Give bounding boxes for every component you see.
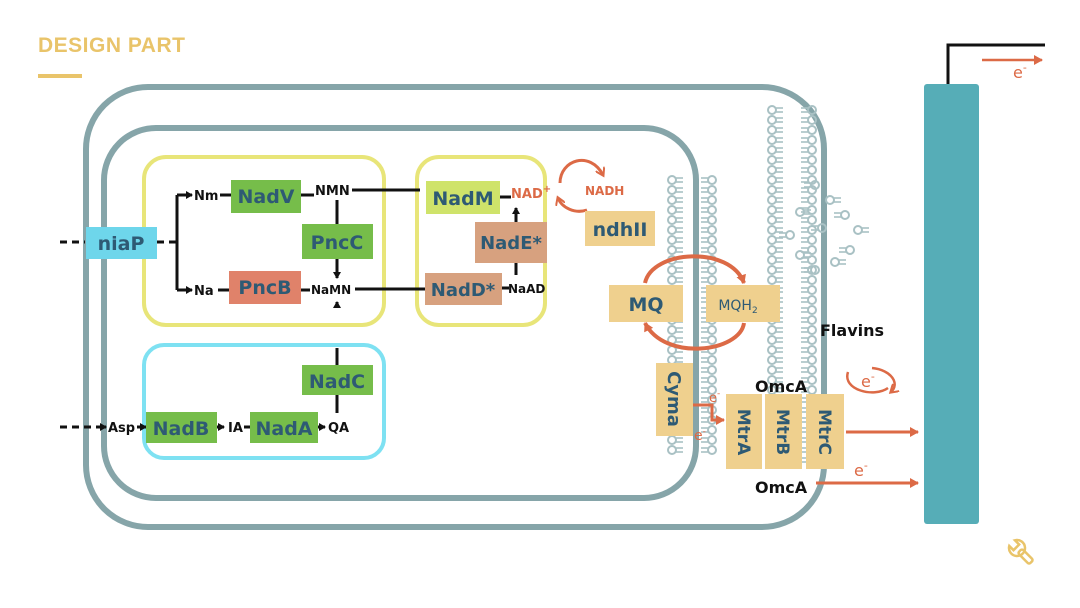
gene-cyma: Cyma <box>663 371 684 427</box>
wrench-icon <box>1007 538 1034 565</box>
electrode <box>924 84 979 524</box>
gene-pncc: PncC <box>311 232 364 254</box>
electron-label-wire: e- <box>1013 61 1027 82</box>
inner-membrane <box>101 125 699 501</box>
gene-mtra: MtrA <box>733 409 753 456</box>
gene-mtrb: MtrB <box>772 409 792 455</box>
gene-ndhii: ndhII <box>593 219 648 241</box>
metabolite-asp: Asp <box>108 421 135 436</box>
gene-nade: NadE* <box>480 233 542 254</box>
metabolite-ia: IA <box>228 421 243 436</box>
redox-arrows <box>558 55 1043 488</box>
metabolite-namn: NaMN <box>311 283 351 297</box>
metabolite-nadh: NADH <box>585 184 624 198</box>
metabolite-na: Na <box>194 284 214 299</box>
metabolite-nm: Nm <box>194 189 218 204</box>
gene-nadb: NadB <box>153 418 210 440</box>
electrode-wire <box>946 43 1045 84</box>
title-underline <box>38 74 82 78</box>
gene-pncb: PncB <box>238 277 291 299</box>
gene-mtrc: MtrC <box>814 409 834 455</box>
gene-niap: niaP <box>98 233 145 255</box>
metabolite-nmn: NMN <box>315 184 350 199</box>
metabolite-nad-plus: NAD+ <box>511 184 551 202</box>
electron-label-flavin: e- <box>861 370 875 391</box>
gene-nadm: NadM <box>432 188 493 210</box>
outer-membrane <box>83 84 827 530</box>
metabolite-naad: NaAD <box>508 282 545 296</box>
gene-nadc: NadC <box>309 371 365 393</box>
gene-nadv: NadV <box>237 186 294 208</box>
electron-label-cyma-top: e- <box>709 389 720 406</box>
gene-mqh2: MQH2 <box>718 298 757 316</box>
electron-label-cyma-bottom: e- <box>694 427 706 444</box>
page-title: DESIGN PART <box>38 34 186 57</box>
label-omca-top: OmcA <box>755 377 808 396</box>
label-flavins: Flavins <box>820 321 884 340</box>
gene-nadd: NadD* <box>431 280 496 301</box>
gene-nada: NadA <box>255 418 312 440</box>
gene-boxes <box>86 180 844 469</box>
gene-mq: MQ <box>628 294 663 316</box>
de-novo-module <box>142 343 386 460</box>
metabolite-qa: QA <box>328 421 349 436</box>
electron-label-omca: e- <box>854 459 868 480</box>
pathway-lines <box>60 188 520 431</box>
label-omca-bottom: OmcA <box>755 478 808 497</box>
